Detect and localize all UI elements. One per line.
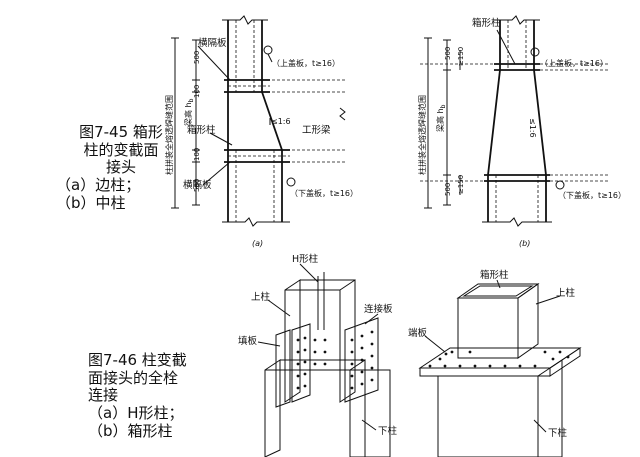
- dim-label: 100: [193, 85, 201, 98]
- label-connection-plate: 连接板: [364, 303, 393, 315]
- caption-line: 图7-45 箱形: [79, 123, 163, 141]
- dim-label: 500: [193, 179, 201, 192]
- subfig-label: (b): [519, 239, 530, 248]
- label-diaphragm: 横隔板: [183, 179, 212, 191]
- dim-label: ≥150: [457, 175, 465, 194]
- caption-line: 柱的变截面: [83, 140, 159, 159]
- figure-7-45-caption: 图7-45 箱形 柱的变截面 接头 （a）边柱； （b）中柱: [56, 123, 186, 212]
- dim-label: 100: [193, 148, 201, 161]
- label-box-column: 箱形柱: [187, 124, 216, 136]
- label-diaphragm: 横隔板: [198, 37, 227, 49]
- dim-label: 500: [444, 183, 452, 196]
- caption-line: （b）中柱: [56, 193, 126, 212]
- dim-label: 500: [193, 51, 201, 64]
- label-lower-column: 下柱: [378, 425, 398, 437]
- caption-line: 接头: [105, 158, 136, 177]
- dim-label: 500: [444, 47, 452, 60]
- label-box-column: 箱形柱: [472, 17, 501, 29]
- label-top-cover-plate: （上盖板，t≥16）: [272, 58, 340, 68]
- label-top-cover-plate: （上盖板，t≥16）: [540, 58, 608, 68]
- label-h-column: H形柱: [292, 253, 319, 265]
- caption-line: 面接头的全栓: [88, 368, 179, 387]
- dim-label: ≥150: [457, 47, 465, 66]
- label-bottom-cover-plate: （下盖板，t≥16）: [558, 190, 626, 200]
- label-box-column: 箱形柱: [480, 269, 509, 281]
- label-lower-column: 下柱: [548, 427, 568, 439]
- label-upper-column: 上柱: [556, 287, 576, 299]
- label-bottom-cover-plate: （下盖板，t≥16）: [290, 188, 358, 198]
- caption-line: 连接: [88, 386, 119, 405]
- fig45a-drawing: [171, 15, 346, 227]
- bolt-pattern: [428, 350, 570, 368]
- figure-7-46-caption: 图7-46 柱变截 面接头的全栓 连接 （a）H形柱； （b）箱形柱: [88, 351, 238, 440]
- caption-line: （a）边柱；: [56, 176, 141, 195]
- label-upper-column: 上柱: [251, 291, 271, 303]
- label-weld-range: 柱拼装全熔透焊缝范围: [417, 95, 427, 175]
- label-beam-depth: 梁高 hb: [435, 104, 447, 132]
- fig46a-drawing: [264, 272, 391, 457]
- caption-line: （b）箱形柱: [88, 421, 173, 440]
- caption-line: 图7-46 柱变截: [88, 351, 187, 369]
- label-slope: ≤1:6: [271, 117, 291, 126]
- bolt-pattern: [296, 330, 374, 390]
- caption-line: （a）H形柱；: [88, 404, 184, 423]
- subfig-label: (a): [252, 239, 263, 248]
- label-end-plate: 端板: [408, 327, 428, 339]
- fig45b-drawing: [420, 15, 610, 227]
- fig46b-drawing: [418, 283, 582, 457]
- label-beam-depth: 梁高 hb: [183, 98, 195, 126]
- label-filler-plate: 填板: [238, 335, 258, 347]
- label-slope: ≤1:6: [528, 118, 537, 138]
- label-weld-range: 柱拼装全熔透焊缝范围: [164, 95, 174, 175]
- label-i-beam: 工形梁: [302, 124, 331, 136]
